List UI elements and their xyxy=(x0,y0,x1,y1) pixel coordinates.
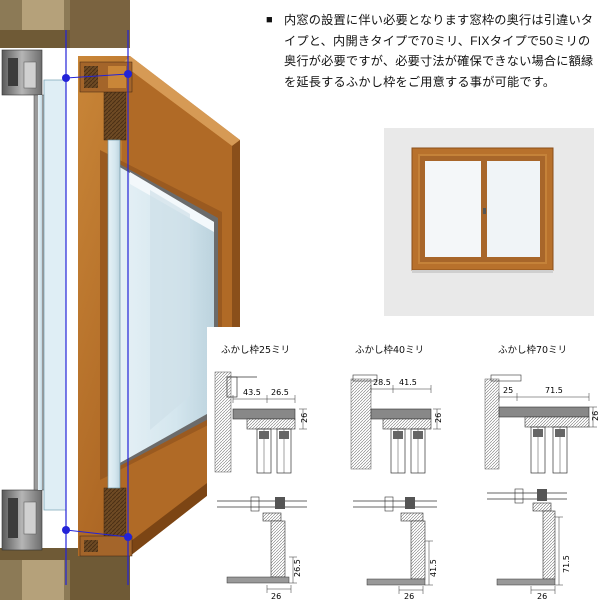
s70-dim-top-1: 25 xyxy=(503,386,513,395)
bullet-square-icon: ■ xyxy=(266,14,273,26)
s25-dim-top-2: 26.5 xyxy=(271,388,289,397)
section-40-top-drawing xyxy=(350,374,441,474)
section-label-25: ふかし枠25ミリ xyxy=(221,345,291,356)
s70-dim-bottom-2: 26 xyxy=(537,592,547,600)
section-label-40: ふかし枠40ミリ xyxy=(355,345,425,356)
s70-dim-top-2: 71.5 xyxy=(545,386,563,395)
extension-frame-sections: ふかし枠25ミリ ふかし枠40ミリ ふかし枠70ミリ xyxy=(207,327,600,600)
s70-dim-bottom-1: 71.5 xyxy=(562,555,571,573)
s25-dim-bottom-2: 26 xyxy=(271,592,281,600)
s25-dim-top-1: 43.5 xyxy=(243,388,261,397)
window-product-photo xyxy=(384,128,594,316)
s40-dim-top-1: 28.5 xyxy=(373,378,391,387)
wall-section-top xyxy=(0,0,130,48)
s40-dim-bottom-1: 41.5 xyxy=(429,559,438,577)
outer-sash-section xyxy=(1,49,45,551)
inner-sash xyxy=(100,150,222,480)
s70-dim-top-3: 26 xyxy=(591,411,600,421)
section-70-top-drawing xyxy=(484,374,597,474)
section-70-bottom-drawing xyxy=(487,488,567,594)
depth-requirement-note: ■ 内窓の設置に伴い必要となります窓枠の奥行は引違いタイプと、内開きタイプで70… xyxy=(266,10,596,92)
s25-dim-top-3: 26 xyxy=(300,413,309,423)
depth-guide-lines xyxy=(62,30,132,585)
inner-frame-bottom-cut xyxy=(79,535,133,557)
section-40-bottom-drawing xyxy=(353,496,437,594)
section-25-bottom-drawing xyxy=(217,496,307,593)
s40-dim-bottom-2: 26 xyxy=(404,592,414,600)
wall-section-bottom xyxy=(0,548,130,600)
s40-dim-top-2: 41.5 xyxy=(399,378,417,387)
section-25-top-drawing xyxy=(214,371,307,474)
note-text: 内窓の設置に伴い必要となります窓枠の奥行は引違いタイプと、内開きタイプで70ミリ… xyxy=(284,13,594,89)
outer-glass-pane xyxy=(43,79,67,511)
s40-dim-top-3: 26 xyxy=(434,413,443,423)
window-cutaway-illustration xyxy=(0,0,240,600)
inner-glass-section xyxy=(103,91,127,541)
section-label-70: ふかし枠70ミリ xyxy=(498,345,568,356)
s25-dim-bottom-1: 26.5 xyxy=(293,559,302,577)
